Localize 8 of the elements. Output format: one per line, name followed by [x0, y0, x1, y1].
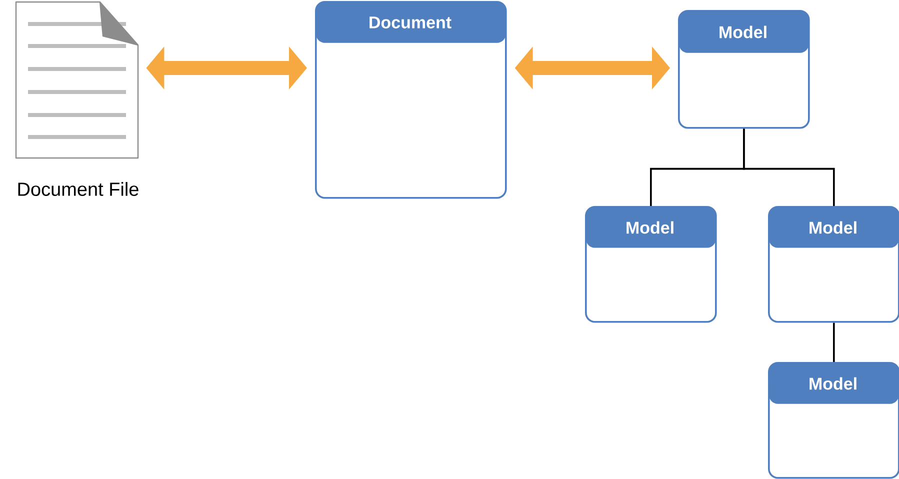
model-box: Model	[585, 206, 717, 323]
model-box: Model	[768, 206, 899, 323]
model-box: Document	[315, 1, 507, 199]
connector-line	[833, 322, 835, 362]
model-box: Model	[678, 10, 810, 129]
model-box: Model	[768, 362, 899, 479]
icon-label: Document File	[18, 182, 138, 196]
connector-line	[743, 128, 835, 206]
